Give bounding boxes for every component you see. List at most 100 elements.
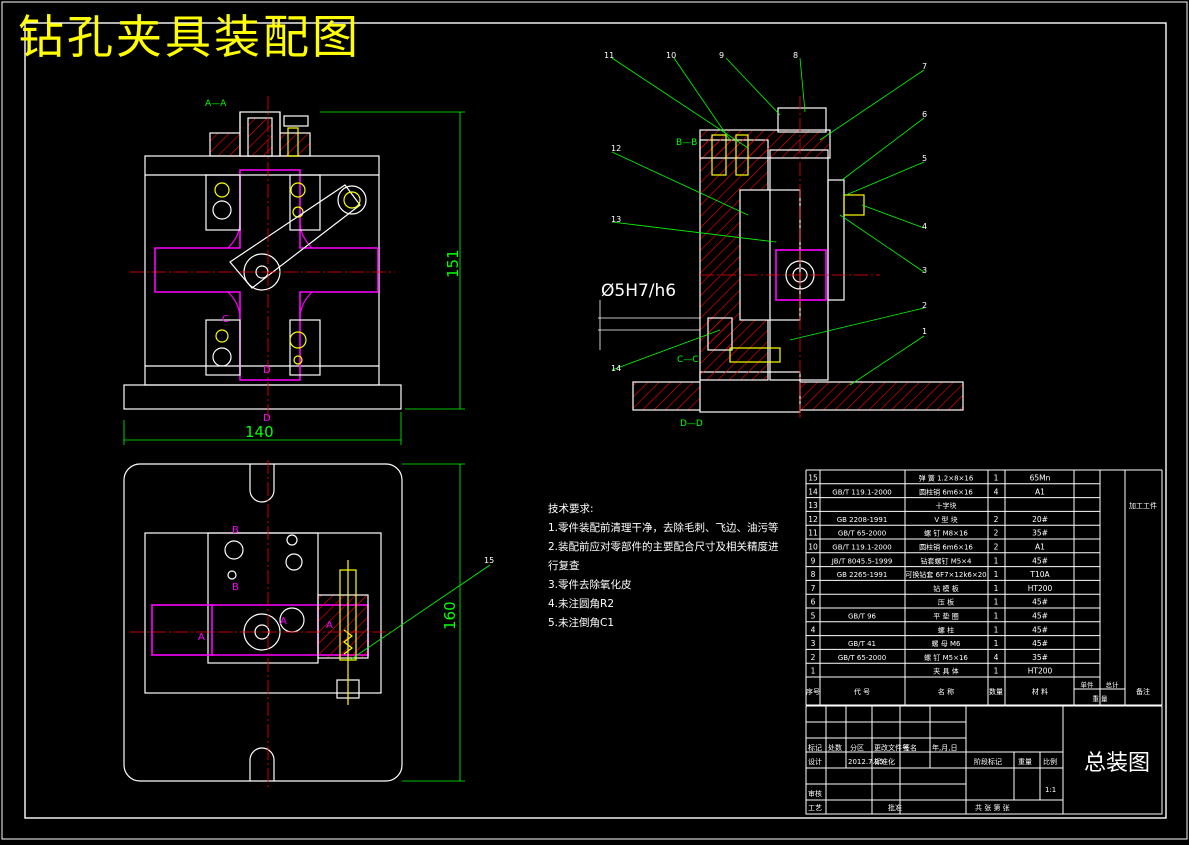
bom-name: 平 垫 圈 — [933, 612, 958, 621]
bom-no: 11 — [808, 529, 818, 538]
bom-qty: 1 — [994, 598, 999, 607]
bom-qty: 1 — [994, 570, 999, 579]
svg-text:标准化: 标准化 — [874, 757, 895, 766]
svg-text:1:1: 1:1 — [1045, 786, 1056, 794]
bom-code: GB 2208-1991 — [837, 516, 888, 524]
drawing-name: 总装图 — [1084, 751, 1150, 776]
svg-text:阶段标记: 阶段标记 — [974, 757, 1002, 766]
leader-lines — [611, 57, 925, 386]
fixture-body — [144, 155, 380, 386]
svg-text:2: 2 — [922, 301, 927, 310]
view-letter-b: B — [232, 525, 239, 536]
bom-material: 20# — [1032, 515, 1048, 524]
section-label-cc: C—C — [677, 355, 699, 365]
bom-code: GB/T 65-2000 — [838, 530, 886, 538]
svg-text:更改文件号: 更改文件号 — [874, 743, 909, 752]
bom-header-material: 材 料 — [1032, 687, 1048, 696]
bom-header-name: 名 称 — [938, 687, 954, 696]
bom-header-qty: 数量 — [989, 687, 1003, 696]
svg-text:比例: 比例 — [1043, 757, 1057, 766]
svg-text:14: 14 — [611, 364, 621, 373]
tech-item: 行复查 — [548, 560, 580, 572]
bom-qty: 1 — [994, 667, 999, 676]
view-letter-d1: D — [263, 365, 271, 376]
dim-151: 151 — [444, 249, 462, 278]
view-letter-a3: A — [326, 620, 333, 631]
bom-code: GB/T 96 — [848, 613, 877, 621]
base-plate — [123, 384, 402, 410]
bom-qty: 2 — [994, 515, 999, 524]
bom-qty: 2 — [994, 543, 999, 552]
bom-name: 螺 钉 M5×16 — [924, 653, 968, 662]
svg-text:重量: 重量 — [1018, 758, 1032, 766]
bom-header-weight2: 总计 — [1106, 680, 1120, 689]
bom-material: HT200 — [1028, 584, 1053, 593]
tech-heading: 技术要求: — [548, 503, 594, 515]
bom-material: 45# — [1032, 598, 1048, 607]
bom-header-code: 代 号 — [854, 687, 870, 696]
bom-qty: 1 — [994, 639, 999, 648]
bom-no: 6 — [811, 598, 816, 607]
bom-no: 3 — [811, 639, 816, 648]
bom-no: 5 — [811, 612, 816, 621]
svg-text:2012.7.25: 2012.7.25 — [848, 758, 884, 766]
bom-qty: 4 — [994, 487, 999, 496]
svg-text:设计: 设计 — [808, 757, 822, 766]
bom-code: JB/T 8045.5-1999 — [831, 557, 893, 565]
bom-material: 45# — [1032, 556, 1048, 565]
svg-text:7: 7 — [922, 62, 927, 71]
svg-text:8: 8 — [793, 51, 798, 60]
dim-140: 140 — [245, 423, 274, 441]
title-block-text: 标记 处数 分区 更改文件号 签名 年,月,日 设计 2012.7.25 标准化… — [808, 743, 1057, 812]
drawing-title: 钻孔夹具装配图 — [18, 10, 361, 64]
bom-name: 可换钻套 6F7×12k6×20 — [905, 570, 986, 579]
drill-plate — [699, 129, 831, 159]
bom-code: GB/T 65-2000 — [838, 654, 886, 662]
bom-name: V 型 块 — [934, 515, 957, 524]
bom-header-weight1: 单件 — [1081, 680, 1095, 689]
bom-name: 钻 模 板 — [933, 584, 958, 593]
view-letter-c: C — [222, 314, 229, 325]
svg-text:4: 4 — [922, 222, 927, 231]
bom-material: A1 — [1035, 543, 1045, 552]
bom-header-weight: 重 量 — [1092, 695, 1108, 703]
bom-material: A1 — [1035, 487, 1045, 496]
balloon-labels: 11 10 9 8 7 6 5 4 3 2 1 12 13 14 — [604, 51, 927, 373]
cross-workpiece — [154, 169, 379, 381]
bom-header-note: 备注 — [1136, 687, 1150, 696]
bom-no: 4 — [811, 625, 816, 634]
bom-code: GB/T 119.1-2000 — [832, 488, 891, 496]
svg-text:10: 10 — [666, 51, 676, 60]
bom-name: 弹 簧 1.2×8×16 — [919, 474, 974, 483]
svg-text:11: 11 — [604, 51, 614, 60]
bom-code: GB/T 119.1-2000 — [832, 544, 891, 552]
bom-qty: 2 — [994, 529, 999, 538]
section-label-dd: D—D — [680, 419, 703, 429]
svg-text:1: 1 — [922, 327, 927, 336]
svg-text:工艺: 工艺 — [808, 804, 822, 812]
bom-no: 8 — [811, 570, 816, 579]
bom-qty: 1 — [994, 612, 999, 621]
bom-name: 夹 具 体 — [933, 667, 958, 676]
svg-text:12: 12 — [611, 144, 621, 153]
bom-qty: 1 — [994, 474, 999, 483]
bom-code: GB 2265-1991 — [837, 571, 888, 579]
bom-no: 10 — [808, 543, 818, 552]
clamp-lever — [229, 184, 361, 289]
view-letter-d2: D — [263, 413, 271, 424]
bom-material: 35# — [1032, 529, 1048, 538]
bom-qty: 1 — [994, 625, 999, 634]
tech-item: 3.零件去除氧化皮 — [548, 579, 632, 591]
bom-no: 2 — [811, 653, 816, 662]
section-label-bb: B—B — [676, 138, 697, 148]
svg-text:3: 3 — [922, 266, 927, 275]
bom-note: 加工工件 — [1129, 501, 1157, 510]
svg-text:年,月,日: 年,月,日 — [932, 743, 957, 752]
svg-text:批准: 批准 — [888, 803, 902, 812]
bom-material: HT200 — [1028, 667, 1053, 676]
tech-requirements: 技术要求: 1.零件装配前清理干净，去除毛刺、飞边、油污等 2.装配前应对零部件… — [548, 500, 779, 633]
base-outline — [123, 463, 403, 782]
bom-name: 十字块 — [936, 501, 957, 510]
dim-fit: Ø5H7/h6 — [601, 281, 676, 301]
bom-no: 12 — [808, 515, 818, 524]
